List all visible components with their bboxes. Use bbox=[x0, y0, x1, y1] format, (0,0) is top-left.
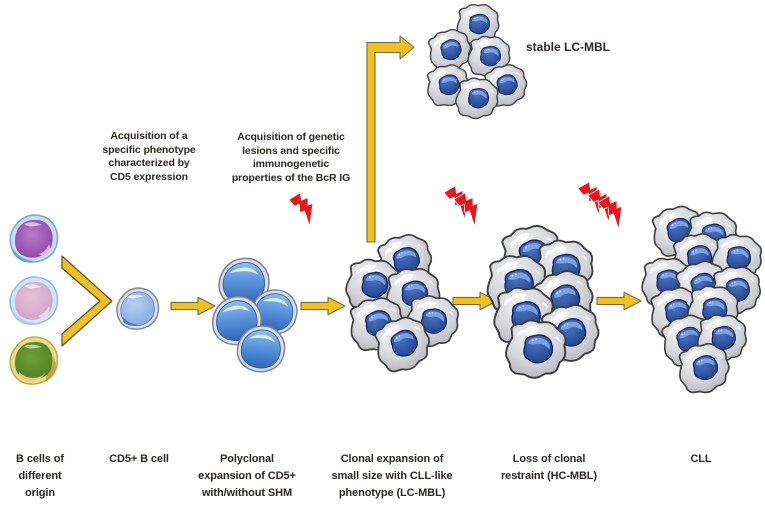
chevron-right-icon bbox=[61, 255, 113, 347]
cll-cluster bbox=[639, 203, 765, 395]
annotation-genetic-lesions: Acquisition of genetic lesions and speci… bbox=[231, 131, 351, 184]
arrow-right-icon bbox=[596, 291, 642, 311]
arrow-up-right-icon bbox=[366, 35, 415, 243]
stable-lc-mbl-cluster bbox=[425, 1, 530, 124]
origin-b-cells-group bbox=[9, 214, 59, 385]
hc-mbl-cluster bbox=[485, 222, 601, 384]
annotation-phenotype: Acquisition of a specific phenotype char… bbox=[102, 130, 196, 183]
stage-label-clonal-expansion-lc-mbl: Clonal expansion of small size with CLL-… bbox=[331, 453, 453, 499]
lesion-bolts-3 bbox=[575, 178, 632, 229]
arrow-right-icon bbox=[170, 296, 216, 316]
b-cell-pink bbox=[9, 276, 59, 325]
stage-label-polyclonal-expansion: Polyclonal expansion of CD5+ with/withou… bbox=[198, 453, 296, 499]
b-cell-green bbox=[9, 336, 59, 385]
polyclonal-expansion-cluster bbox=[209, 257, 301, 375]
lesion-bolts-1 bbox=[286, 189, 323, 226]
lightning-bolt-icon bbox=[286, 189, 323, 226]
arrow-right-icon bbox=[300, 296, 346, 316]
b-cell-purple bbox=[9, 214, 59, 263]
lesion-bolts-2 bbox=[441, 182, 488, 226]
stage-label-hc-mbl: Loss of clonal restraint (HC-MBL) bbox=[501, 453, 597, 482]
cd5-b-cell bbox=[116, 287, 160, 330]
stage-label-cd5-b-cell: CD5+ B cell bbox=[109, 453, 169, 465]
stage-label-origin-b-cells: B cells of different origin bbox=[16, 453, 64, 499]
lc-mbl-cluster bbox=[342, 231, 465, 376]
stable-lc-mbl-label: stable LC-MBL bbox=[526, 40, 610, 54]
stage-label-cll: CLL bbox=[690, 453, 712, 465]
